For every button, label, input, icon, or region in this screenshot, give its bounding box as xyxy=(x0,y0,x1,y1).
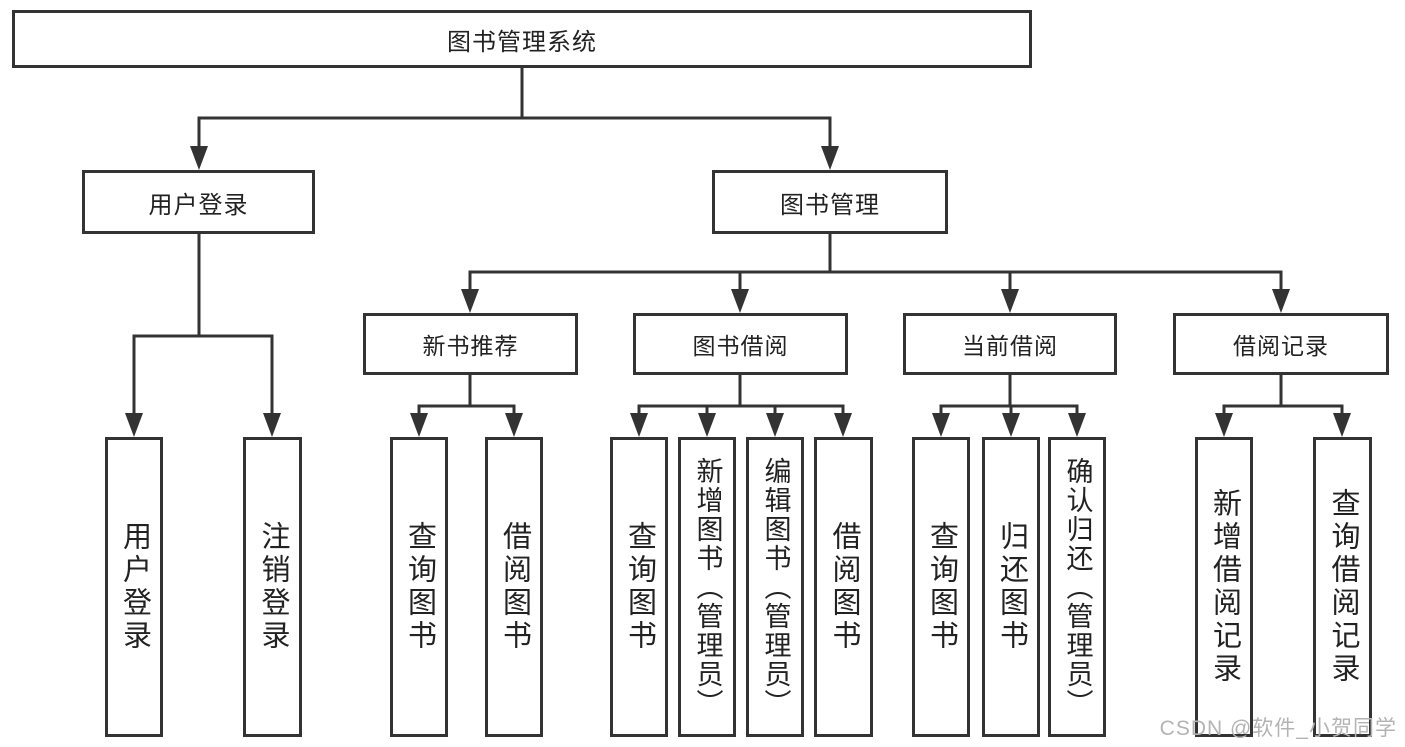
leaf-edit-books-admin: 编辑图书（管理员） xyxy=(746,437,804,737)
node-borrowing-records: 借阅记录 xyxy=(1173,313,1389,375)
leaf-return-books: 归还图书 xyxy=(982,437,1040,737)
leaf-query-borrow-record: 查询借阅记录 xyxy=(1313,437,1372,737)
leaf-user-login: 用户登录 xyxy=(105,437,163,737)
watermark-text: CSDN @软件_小贺同学 xyxy=(1159,717,1397,740)
leaf-borrow-books-recommend: 借阅图书 xyxy=(485,437,543,737)
leaf-query-books-current: 查询图书 xyxy=(912,437,970,737)
node-current-borrowing: 当前借阅 xyxy=(903,313,1117,375)
leaf-add-books-admin: 新增图书（管理员） xyxy=(678,437,736,737)
node-new-book-recommendation: 新书推荐 xyxy=(363,313,578,375)
leaf-confirm-return-admin: 确认归还（管理员） xyxy=(1048,437,1106,737)
leaf-logout: 注销登录 xyxy=(243,437,302,737)
node-user-login: 用户登录 xyxy=(82,170,315,234)
arrowhead-icons xyxy=(125,146,1351,437)
leaf-query-books-recommend: 查询图书 xyxy=(390,437,448,737)
leaf-query-books-borrowing: 查询图书 xyxy=(610,437,668,737)
leaf-add-borrow-record: 新增借阅记录 xyxy=(1195,437,1253,737)
node-book-borrowing: 图书借阅 xyxy=(633,313,848,375)
node-book-management: 图书管理 xyxy=(712,170,948,234)
leaf-borrow-books-borrowing: 借阅图书 xyxy=(814,437,873,737)
node-library-management-system: 图书管理系统 xyxy=(12,10,1032,68)
